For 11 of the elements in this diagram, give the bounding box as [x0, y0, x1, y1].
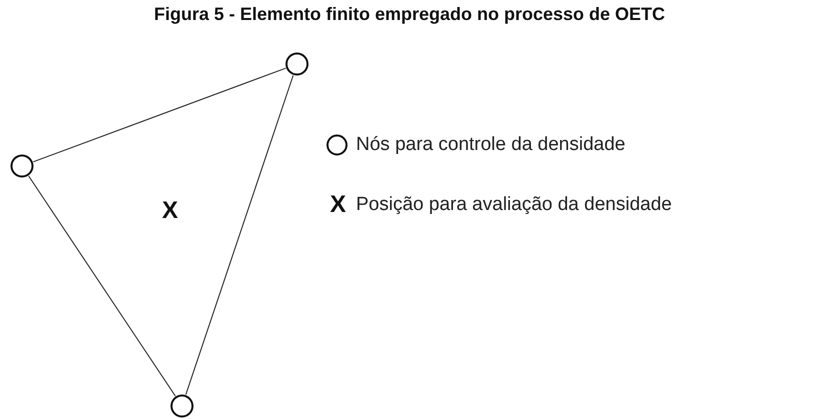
element-edge-line	[185, 74, 294, 396]
element-edge-line	[28, 175, 176, 397]
legend-marker: X	[330, 193, 346, 217]
position-marker: X	[162, 199, 178, 223]
node-circle	[10, 154, 34, 178]
element-edge-line	[32, 68, 286, 162]
node-circle	[170, 394, 194, 418]
legend-text: Posição para avaliação da densidade	[356, 194, 672, 216]
figure-title: Figura 5 - Elemento finito empregado no processo de OETC	[152, 4, 666, 25]
node-circle	[285, 52, 309, 76]
legend-text: Nós para controle da densidade	[356, 134, 626, 156]
